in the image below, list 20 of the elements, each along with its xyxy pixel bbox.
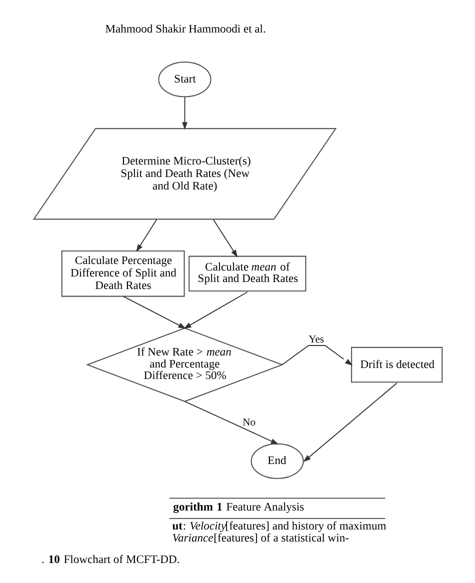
label: ut: Velocity[features] and history of maximum Variance[features] of a statistical win-	[172, 520, 386, 544]
node-ellipse: End	[250, 443, 304, 480]
arrow	[122, 296, 186, 329]
label: gorithm 1 Feature Analysis	[172, 500, 304, 514]
edge-label: No	[242, 417, 256, 428]
arrow	[281, 345, 352, 366]
arrow	[182, 96, 187, 130]
edge-label: Yes	[308, 334, 324, 346]
arrow	[183, 292, 248, 329]
arrow	[184, 400, 278, 444]
node-box: Calculate mean of Split and Death Rates	[188, 256, 306, 292]
arrow	[212, 219, 238, 258]
arrow	[136, 219, 157, 252]
arrow	[302, 382, 397, 462]
node-ellipse: Start	[158, 62, 211, 98]
label: Mahmood Shakir Hammoodi et al.	[104, 22, 266, 36]
node-box: Calculate Percentage Difference of Split and Death Rates	[60, 250, 184, 297]
caption: . 10 Flowchart of MCFT-DD.	[41, 552, 180, 566]
node-diamond: If New Rate > mean and Percentage Difference > 50%	[85, 328, 284, 402]
node-box: Drift is detected	[350, 346, 442, 383]
